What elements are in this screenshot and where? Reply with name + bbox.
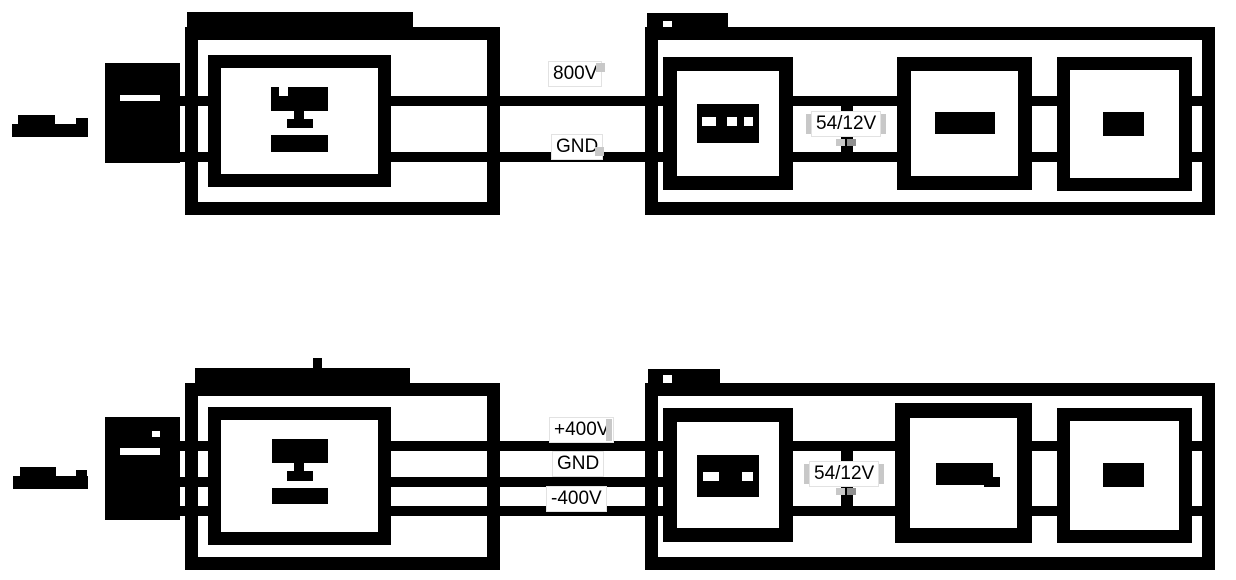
- top-rack-unit-b-icon: [935, 112, 995, 134]
- top-power-shelf-icon: [697, 104, 759, 143]
- bottom-converter-icon: [272, 439, 328, 463]
- bottom-facility-box[interactable]: [185, 383, 500, 570]
- bottom-utility-box[interactable]: [105, 417, 180, 520]
- bottom-power-shelf-icon: [697, 455, 759, 497]
- bottom-rack-unit-c-icon: [1103, 463, 1144, 487]
- bottom-rack-title-blob[interactable]: [648, 369, 720, 387]
- bottom-utility-glyph: [120, 448, 160, 455]
- bottom-rack-unit-b-icon: [936, 463, 993, 485]
- top-utility-box[interactable]: [105, 63, 180, 163]
- top-system: 800V GND 54/12V: [12, 12, 1215, 215]
- top-rack-unit-c-icon: [1103, 112, 1144, 136]
- bottom-rack-box[interactable]: [645, 383, 1215, 570]
- top-bus-label-800v[interactable]: 800V: [548, 61, 603, 87]
- top-conversion-label[interactable]: 54/12V: [811, 111, 882, 137]
- top-converter-icon: [271, 87, 328, 111]
- bottom-bus-label-p400v[interactable]: +400V: [549, 417, 615, 443]
- top-rack-box[interactable]: [645, 27, 1215, 215]
- top-bus-label-800v-handle[interactable]: [596, 63, 605, 72]
- bottom-source-label-blob[interactable]: [13, 465, 91, 491]
- top-bus-label-gnd-handle[interactable]: [595, 147, 604, 156]
- top-utility-glyph: [120, 95, 160, 101]
- top-bus-label-gnd[interactable]: GND: [551, 134, 604, 160]
- bottom-bus-label-p400v-handle[interactable]: [606, 419, 612, 441]
- bottom-bus-line-gnd[interactable]: [105, 477, 700, 487]
- bottom-bus-label-n400v[interactable]: -400V: [546, 486, 607, 512]
- top-source-label-blob[interactable]: [12, 113, 90, 139]
- top-facility-box[interactable]: [185, 27, 500, 215]
- bottom-conversion-label[interactable]: 54/12V: [809, 461, 880, 487]
- bottom-system: +400V GND -400V 54/12V: [0, 290, 1236, 580]
- bottom-bus-label-gnd[interactable]: GND: [552, 451, 605, 477]
